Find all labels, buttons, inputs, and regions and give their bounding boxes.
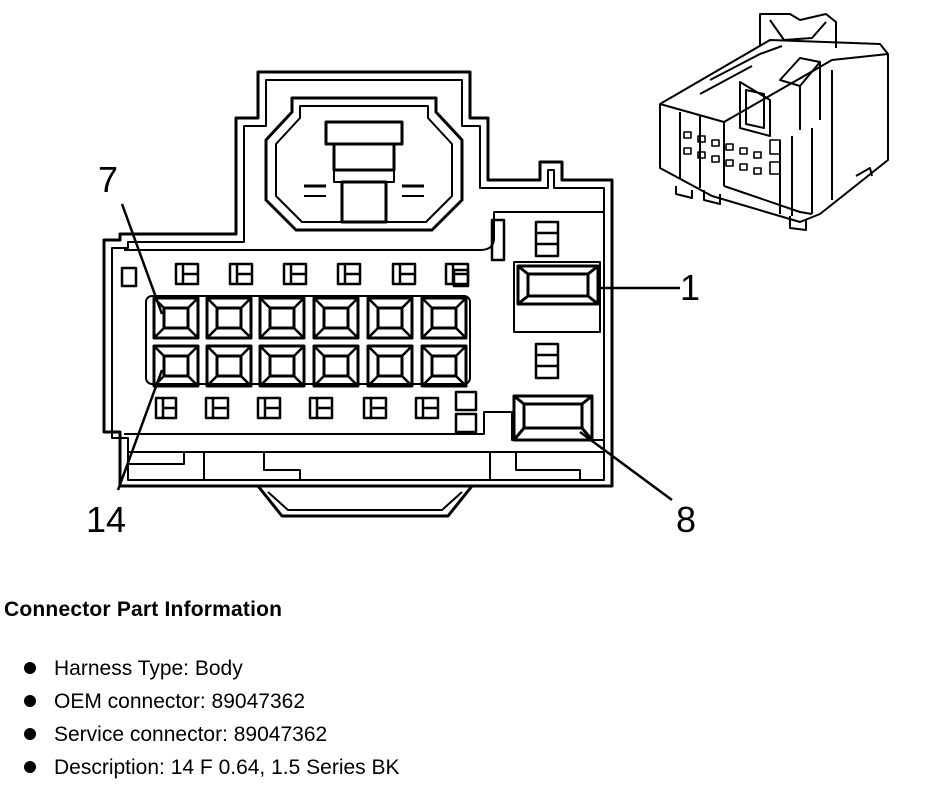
info-item-text: Harness Type: Body	[54, 657, 243, 680]
terminal-cavities	[145, 295, 471, 385]
3d-cavity-rows	[683, 131, 781, 175]
top-latch	[264, 96, 464, 232]
bullet-icon	[24, 728, 36, 740]
terminal-cavity	[420, 296, 468, 340]
pin-label-1: 1	[680, 267, 700, 308]
pin-label-7: 7	[98, 159, 118, 200]
connector-outline	[102, 70, 614, 488]
bullet-icon	[24, 662, 36, 674]
top-secondary-cavities	[120, 262, 470, 288]
terminal-cavity	[205, 344, 253, 388]
terminal-cavity	[312, 296, 360, 340]
terminal-cavity-grid	[152, 296, 468, 388]
terminal-cavity	[152, 344, 200, 388]
info-item-text: OEM connector: 89047362	[54, 690, 305, 713]
connector-3d-illustration	[659, 13, 889, 231]
bullet-icon	[24, 761, 36, 773]
info-item-text: Service connector: 89047362	[54, 723, 328, 746]
large-cavity-pin-8	[512, 394, 594, 442]
connector-face-view	[102, 70, 680, 518]
terminal-cavity	[366, 296, 414, 340]
terminal-cavity	[312, 344, 360, 388]
terminal-cavity	[258, 344, 306, 388]
connector-part-information-title: Connector Part Information	[4, 598, 283, 621]
info-item-oem-connector: OEM connector: 89047362	[0, 685, 400, 718]
leader-pin-7	[120, 203, 164, 315]
info-item-service-connector: Service connector: 89047362	[0, 718, 400, 751]
info-item-description: Description: 14 F 0.64, 1.5 Series BK	[0, 751, 400, 784]
terminal-cavity	[258, 296, 306, 340]
pin-label-8: 8	[676, 499, 696, 540]
terminal-cavity	[152, 296, 200, 340]
terminal-cavity	[366, 344, 414, 388]
pin-label-14: 14	[86, 499, 126, 540]
bullet-icon	[24, 695, 36, 707]
info-item-harness-type: Harness Type: Body	[0, 652, 400, 685]
leader-pin-14	[116, 369, 164, 491]
leader-pin-8	[579, 430, 673, 502]
terminal-cavity	[205, 296, 253, 340]
bottom-secondary-cavities	[154, 390, 478, 434]
info-item-text: Description: 14 F 0.64, 1.5 Series BK	[54, 756, 400, 779]
large-cavity-pin-1	[513, 261, 601, 333]
bottom-latch	[256, 485, 474, 518]
connector-info-list: Harness Type: Body OEM connector: 890473…	[0, 652, 400, 784]
terminal-cavity	[420, 344, 468, 388]
connector-diagram: 7 1 14 8	[86, 13, 889, 540]
right-side-small-slots	[490, 218, 560, 380]
